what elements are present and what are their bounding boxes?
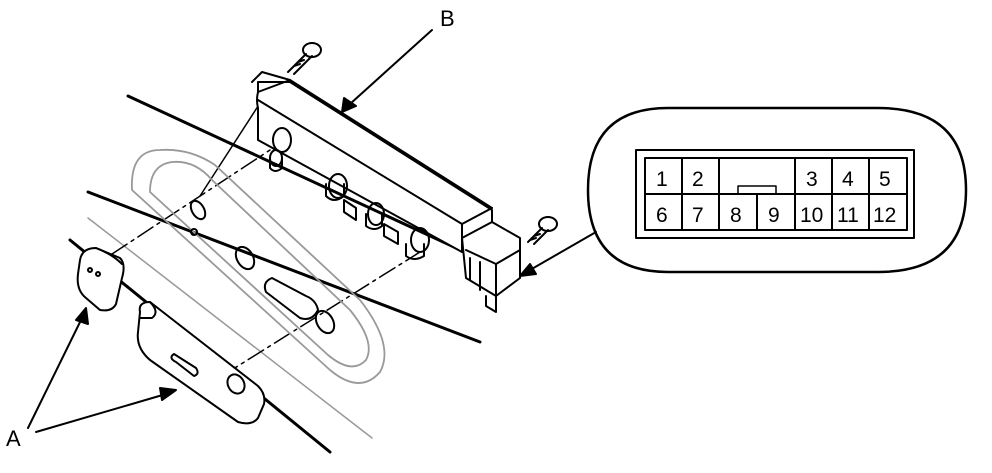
- pin-label: 2: [692, 168, 704, 191]
- reference-line-mid: [86, 190, 482, 344]
- pin-label: 7: [692, 204, 704, 227]
- pin-label: 5: [879, 168, 891, 191]
- pin-label: 4: [842, 168, 854, 191]
- pin-labels-top: 1 2 3 4 5: [656, 168, 891, 191]
- pin-label: 8: [730, 204, 742, 227]
- pin-label: 9: [768, 204, 780, 227]
- callout-b: B: [440, 6, 455, 31]
- screw-right: [527, 216, 558, 245]
- pin-label: 10: [800, 204, 823, 227]
- alignment-line-2: [221, 251, 421, 377]
- connector-face: [635, 149, 915, 239]
- alignment-line-3: [199, 99, 263, 197]
- pin-label: 6: [656, 204, 668, 227]
- knob-cap-small: [76, 247, 125, 312]
- callout-a: A: [6, 426, 21, 451]
- pin-label: 3: [806, 168, 818, 191]
- bezel-panel: [131, 148, 386, 384]
- screw-top: [287, 42, 322, 75]
- button-cap-long: [136, 301, 266, 425]
- pin-label: 11: [837, 204, 859, 227]
- reference-line-light: [87, 217, 373, 439]
- leader-lines: [27, 29, 597, 433]
- pin-labels-bottom: 6 7 8 9 10 11 12: [656, 204, 896, 227]
- bezel-holes: [189, 199, 336, 335]
- pin-label: 1: [656, 168, 668, 191]
- connector-detail-oval: [586, 106, 968, 274]
- pin-label: 12: [873, 204, 896, 227]
- switch-body: [251, 71, 521, 313]
